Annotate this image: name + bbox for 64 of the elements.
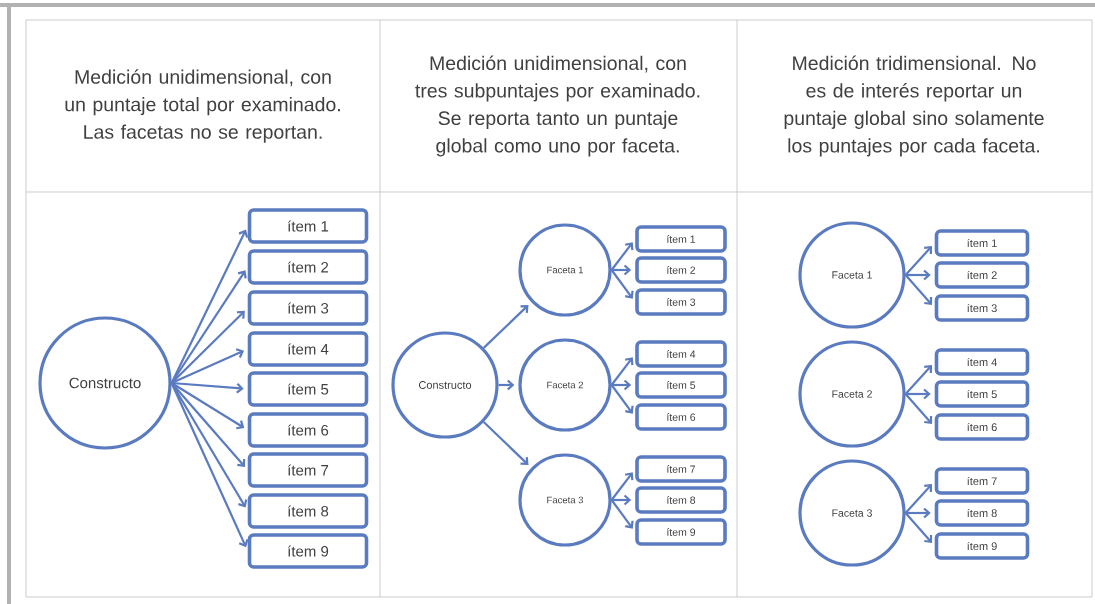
column-heading: Medición unidimensional, con tres subpuntajes por examinado. Se reporta tanto un puntaje global como uno por faceta. — [415, 55, 700, 157]
item-box: ítem 7 — [247, 452, 369, 488]
arrow — [171, 382, 245, 430]
item-box: ítem 7 — [934, 467, 1030, 495]
item-box: ítem 4 — [247, 331, 369, 367]
arrow — [482, 421, 529, 465]
column-heading: Medición unidimensional, con un puntaje total por examinado. Las facetas no se reportan. — [65, 69, 340, 143]
arrow — [171, 348, 245, 384]
item-box: ítem 6 — [934, 413, 1030, 441]
circle-node: Faceta 2 — [518, 338, 612, 432]
item-box: ítem 2 — [934, 261, 1030, 289]
arrow — [905, 269, 931, 281]
arrow — [904, 483, 932, 514]
arrow — [611, 379, 632, 391]
item-box: ítem 8 — [247, 493, 369, 529]
item-box: ítem 9 — [247, 533, 369, 569]
arrow — [611, 494, 632, 506]
item-box: ítem 1 — [635, 225, 727, 253]
item-box: ítem 9 — [635, 518, 727, 546]
item-box: ítem 3 — [635, 288, 727, 316]
circle-node: Faceta 2 — [798, 340, 906, 448]
item-box: ítem 5 — [247, 371, 369, 407]
arrow — [610, 384, 634, 414]
arrow — [482, 305, 529, 349]
item-box: ítem 7 — [635, 455, 727, 483]
circle-node: Faceta 3 — [518, 453, 612, 547]
arrow — [610, 357, 634, 386]
column-heading: Medición tridimensional. No es de interés reportar un puntaje global sino solamente los puntajes por cada faceta. — [784, 55, 1044, 157]
item-box: ítem 6 — [635, 403, 727, 431]
arrow — [610, 269, 634, 299]
circle-node: Constructo — [391, 331, 499, 439]
item-box: ítem 5 — [934, 380, 1030, 408]
item-box: ítem 2 — [635, 256, 727, 284]
arrow — [905, 507, 931, 519]
item-box: ítem 3 — [247, 290, 369, 326]
arrow — [904, 274, 933, 305]
circle-node: Faceta 1 — [798, 221, 906, 329]
item-box: ítem 4 — [934, 348, 1030, 376]
item-box: ítem 1 — [247, 208, 369, 244]
item-box: ítem 8 — [635, 486, 727, 514]
item-box: ítem 9 — [934, 532, 1030, 560]
item-box: ítem 6 — [247, 412, 369, 448]
arrow — [170, 382, 248, 508]
item-box: ítem 3 — [934, 294, 1030, 322]
arrow — [610, 242, 634, 271]
circle-node: Faceta 1 — [518, 223, 612, 317]
arrow — [610, 472, 634, 501]
circle-node: Constructo — [38, 316, 172, 450]
arrow — [904, 245, 932, 276]
arrow — [904, 364, 932, 395]
arrow — [498, 379, 515, 391]
arrow — [610, 499, 634, 529]
item-box: ítem 2 — [247, 249, 369, 285]
arrow — [171, 381, 244, 394]
item-box: ítem 1 — [934, 229, 1030, 257]
item-box: ítem 8 — [934, 499, 1030, 527]
arrow — [611, 264, 632, 276]
arrow — [904, 512, 933, 543]
arrow — [170, 382, 249, 548]
item-box: ítem 5 — [635, 371, 727, 399]
item-box: ítem 4 — [635, 340, 727, 368]
arrow — [905, 388, 931, 400]
arrow — [904, 393, 933, 424]
circle-node: Faceta 3 — [798, 459, 906, 567]
